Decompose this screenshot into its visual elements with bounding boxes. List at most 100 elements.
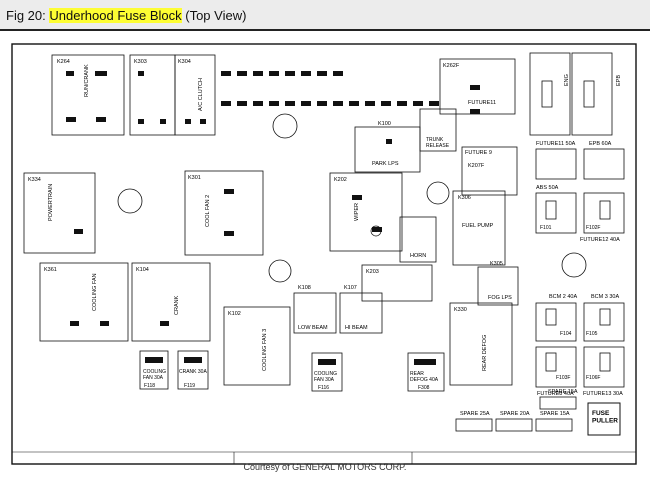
svg-text:CRANK 30A: CRANK 30A [179,369,207,375]
relay-k262f: K262F FUTURE11 [439,58,516,115]
svg-text:ABS 50A: ABS 50A [536,185,559,191]
relay-horn: HORN [399,216,437,263]
svg-text:K108: K108 [298,285,311,291]
svg-text:K330: K330 [454,307,467,313]
svg-text:FUTURE11 50A: FUTURE11 50A [536,141,576,147]
relay-cool-fan-2: K301 COOL FAN 2 [184,170,264,256]
header-divider [0,29,650,31]
relay-k304: K304 A/C CLUTCH [174,54,216,136]
svg-text:PARK LPS: PARK LPS [372,161,399,167]
relay-cooling-fan: K361 COOLING FAN [39,262,129,342]
svg-text:HI BEAM: HI BEAM [345,325,368,331]
svg-text:K264: K264 [57,59,70,65]
spare-fuses: SPARE 15A SPARE 25A SPARE 20A SPARE 15A [455,389,578,432]
svg-text:K303: K303 [134,59,147,65]
relay-k203: K203 [361,264,433,302]
fuse-block-diagram: K264 RUN/CRANK K303 K304 A/C CLUTCH [0,31,650,486]
relay-wiper: K202 WIPER [329,172,403,252]
svg-text:K104: K104 [136,267,149,273]
svg-text:K203: K203 [366,269,379,275]
svg-text:REAR DEFOG: REAR DEFOG [482,335,488,371]
svg-text:CRANK: CRANK [174,295,180,315]
svg-text:ENG: ENG [564,74,570,86]
svg-text:EPB 60A: EPB 60A [589,141,612,147]
svg-text:SPARE 15A: SPARE 15A [540,411,570,417]
relay-fog-lps: K305 FOG LPS [477,261,519,306]
svg-text:WIPER: WIPER [354,203,360,221]
figure-header: Fig 20: Underhood Fuse Block (Top View) [0,0,650,30]
svg-text:COOL FAN 2: COOL FAN 2 [205,195,211,227]
svg-text:K334: K334 [28,177,41,183]
svg-text:K107: K107 [344,285,357,291]
svg-text:SPARE 20A: SPARE 20A [500,411,530,417]
svg-text:COOLING FAN: COOLING FAN [92,273,98,311]
relay-powertrain: K334 POWERTRAIN [23,172,96,254]
svg-text:K202: K202 [334,177,347,183]
relay-k100: K100 PARK LPS [354,121,421,173]
svg-text:SPARE 25A: SPARE 25A [460,411,490,417]
fuse-block-svg: K264 RUN/CRANK K303 K304 A/C CLUTCH [11,43,637,465]
svg-text:K262F: K262F [443,63,460,69]
svg-text:RUN/CRANK: RUN/CRANK [84,64,90,97]
figure-title-highlight: Underhood Fuse Block [49,8,182,23]
svg-text:K305: K305 [490,261,503,267]
svg-text:FUTURE12 40A: FUTURE12 40A [580,237,620,243]
svg-text:FUTURE13 30A: FUTURE13 30A [583,391,623,397]
figure-title: Fig 20: Underhood Fuse Block (Top View) [6,8,246,24]
svg-text:F119: F119 [184,383,195,389]
svg-text:K207F: K207F [468,163,485,169]
svg-text:K301: K301 [188,175,201,181]
svg-text:F106F: F106F [586,375,600,381]
svg-text:F118: F118 [144,383,155,389]
relay-fuel-pump: K306 FUEL PUMP [452,190,506,266]
relay-k303: K303 [129,54,176,136]
mounting-hole-right [561,252,587,278]
maxi-fuse-future11-50a: FUTURE11 50A EPB 60A [535,141,625,180]
relay-hi-beam: K107 HI BEAM [339,285,383,334]
svg-text:K304: K304 [178,59,191,65]
figure-number: Fig 20: [6,8,46,23]
relay-crank: K104 CRANK [131,262,211,342]
svg-text:F105: F105 [586,331,598,337]
svg-text:F308: F308 [418,385,430,391]
svg-text:FOG LPS: FOG LPS [488,295,512,301]
mini-fuse-row-top [221,71,439,106]
svg-text:EPB: EPB [616,75,622,86]
svg-text:SPARE 15A: SPARE 15A [548,389,578,395]
courtesy-credit: Courtesy of GENERAL MOTORS CORP. [243,462,407,472]
svg-text:LOW BEAM: LOW BEAM [298,325,328,331]
mounting-hole-top [272,113,298,139]
svg-text:K102: K102 [228,311,241,317]
maxi-fuse-bcm2: BCM 2 40A BCM 3 30A F104 F105 [535,294,625,342]
fuse-eng-epb: ENG EPB [529,52,622,136]
svg-text:K361: K361 [44,267,57,273]
svg-text:COOLING FAN 3: COOLING FAN 3 [262,329,268,371]
svg-text:BCM 2 40A: BCM 2 40A [549,294,577,300]
svg-text:BCM 3 30A: BCM 3 30A [591,294,619,300]
maxi-fuse-future8: F103F F106F FUTURE8 40A FUTURE13 30A [535,346,625,397]
mounting-hole-center [268,259,292,283]
svg-text:F103F: F103F [556,375,570,381]
relay-rear-defog: K330 REAR DEFOG [449,302,513,386]
svg-text:POWERTRAIN: POWERTRAIN [48,184,54,221]
relay-k207f: FUTURE 9 K207F [426,146,518,205]
maxi-fuse-abs-50a: ABS 50A F101 F102F FUTURE12 40A [535,185,625,243]
svg-text:FUTURE11: FUTURE11 [468,100,496,106]
relay-k264: K264 RUN/CRANK [51,54,125,136]
svg-text:FUTURE8 40A: FUTURE8 40A [537,391,574,397]
relay-cooling-fan-3: K102 COOLING FAN 3 [223,306,291,386]
svg-text:HORN: HORN [410,253,426,259]
svg-text:F116: F116 [318,385,329,391]
svg-text:FUTURE 9: FUTURE 9 [465,150,492,156]
